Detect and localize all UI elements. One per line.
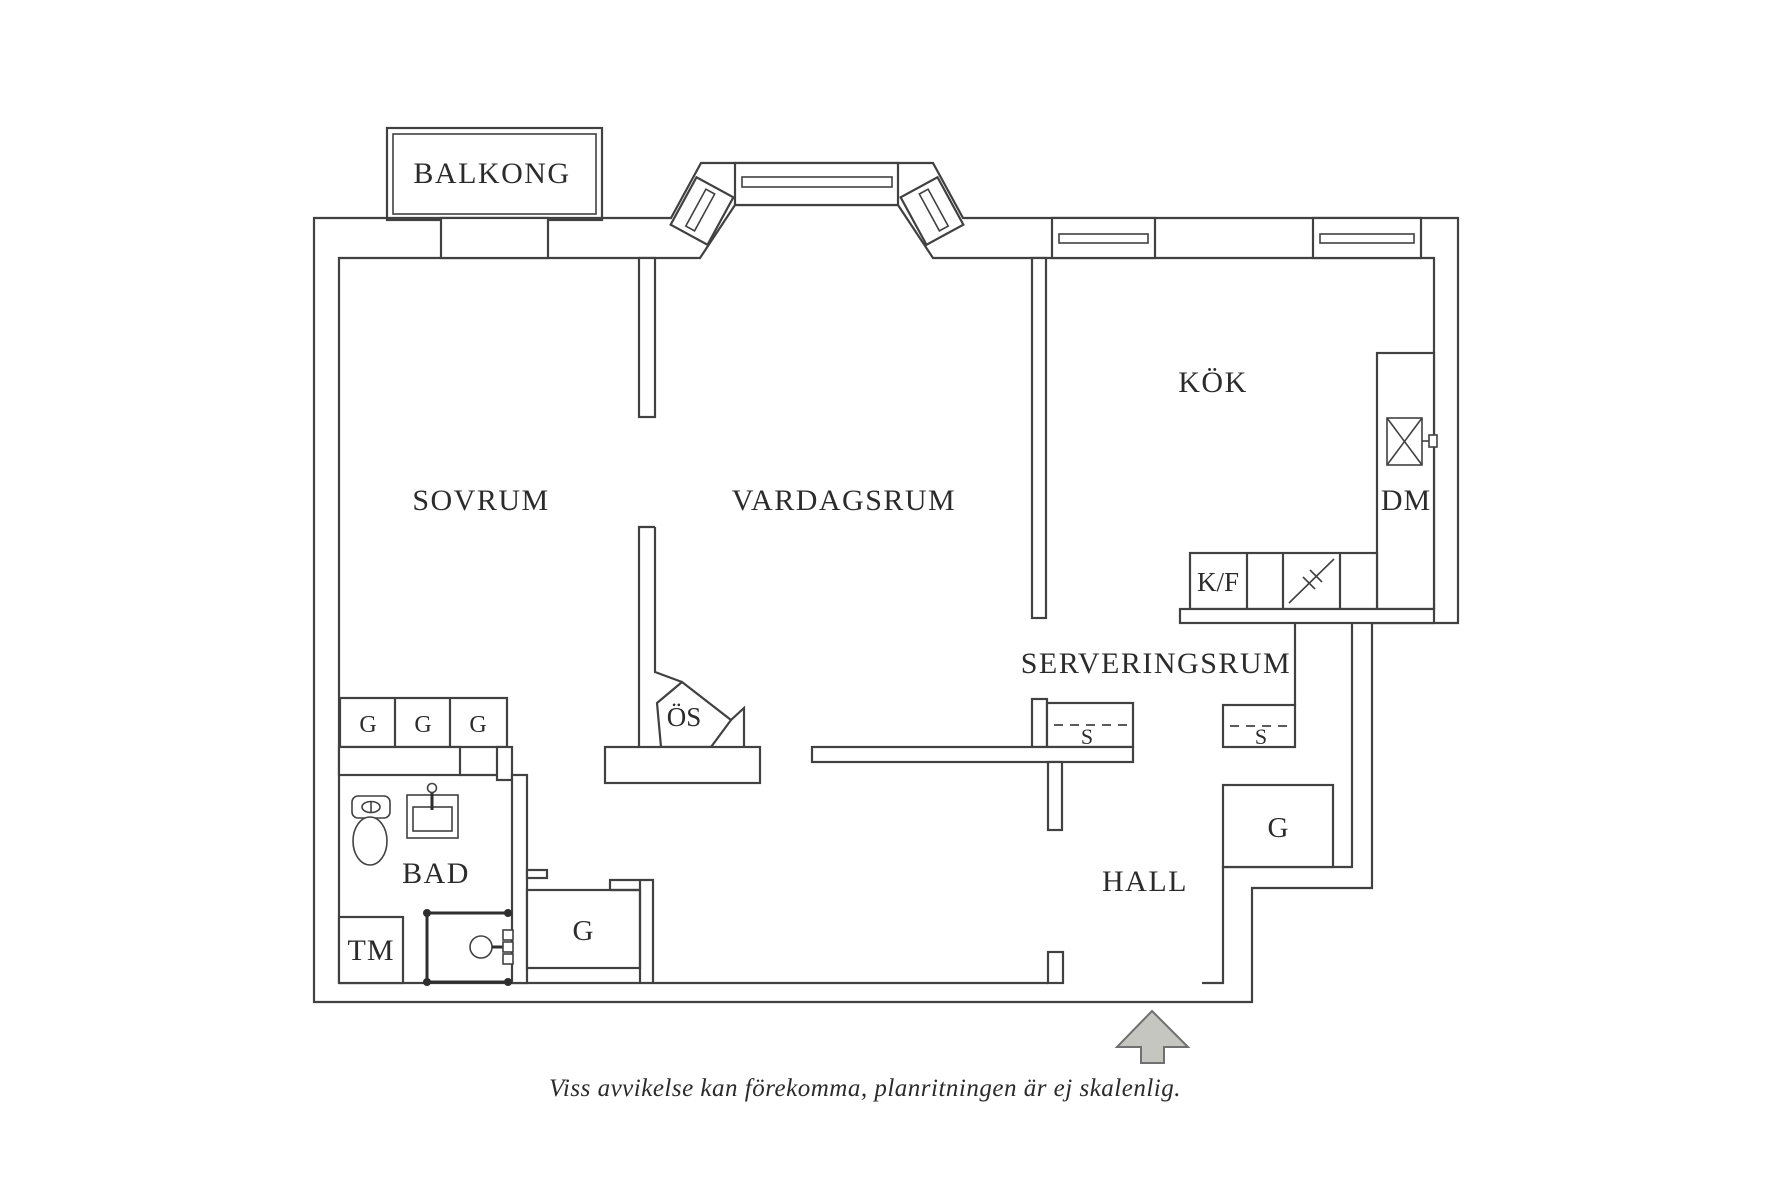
- room-label-vardagsrum: VARDAGSRUM: [732, 484, 957, 517]
- hall-wardrobe-label: G: [1268, 812, 1289, 844]
- balcony-door: [439, 216, 550, 260]
- bay-window-right: [899, 175, 965, 247]
- pantry-hall-wall: [810, 745, 1135, 832]
- hall-closet-label: G: [573, 915, 594, 947]
- room-label-serveringsrum: SERVERINGSRUM: [1021, 647, 1291, 680]
- dishwasher-label: DM: [1381, 484, 1431, 517]
- bedroom-wardrobes: G G G: [338, 696, 509, 749]
- kitchen-counter: [1178, 351, 1436, 625]
- pantry-cabinets: S S: [1030, 623, 1297, 749]
- livingroom-kitchen-wall: [1030, 256, 1048, 620]
- kitchen-window-1: [1050, 216, 1157, 260]
- shower: [423, 909, 514, 986]
- bay-center-window: [733, 161, 900, 207]
- outer-walls: [312, 161, 1460, 1004]
- washing-machine: TM: [337, 915, 405, 985]
- bathroom-sink: [406, 782, 459, 839]
- bay-window-left: [669, 175, 735, 247]
- bathroom-walls: [337, 745, 549, 985]
- room-label-sovrum: SOVRUM: [412, 484, 549, 517]
- fridge-freezer-label: K/F: [1197, 567, 1239, 597]
- wardrobe-g2-label: G: [414, 712, 431, 738]
- hall-wardrobe: G: [1221, 783, 1335, 869]
- stove: [1288, 558, 1335, 604]
- washing-machine-label: TM: [348, 934, 395, 967]
- disclaimer-text: Viss avvikelse kan förekomma, planritnin…: [549, 1075, 1181, 1102]
- toilet: [351, 795, 391, 866]
- cabinet-s2-label: S: [1255, 724, 1267, 749]
- fireplace: ÖS: [603, 680, 762, 785]
- kitchen-sink: [1386, 417, 1438, 466]
- wardrobe-g1-label: G: [359, 712, 376, 738]
- cabinet-s1-label: S: [1081, 724, 1093, 749]
- fireplace-label: ÖS: [667, 702, 702, 732]
- room-label-bad: BAD: [402, 857, 470, 890]
- hall-closet: G: [525, 878, 655, 983]
- room-label-kok: KÖK: [1178, 366, 1248, 399]
- room-label-hall: HALL: [1102, 865, 1188, 898]
- entrance-door-jamb: [1046, 950, 1065, 985]
- room-label-balkong: BALKONG: [413, 157, 570, 190]
- entrance-arrow-icon: [1114, 1009, 1191, 1064]
- bedroom-partition-wall: [637, 256, 683, 747]
- wardrobe-g3-label: G: [469, 712, 486, 738]
- kitchen-window-2: [1311, 216, 1423, 260]
